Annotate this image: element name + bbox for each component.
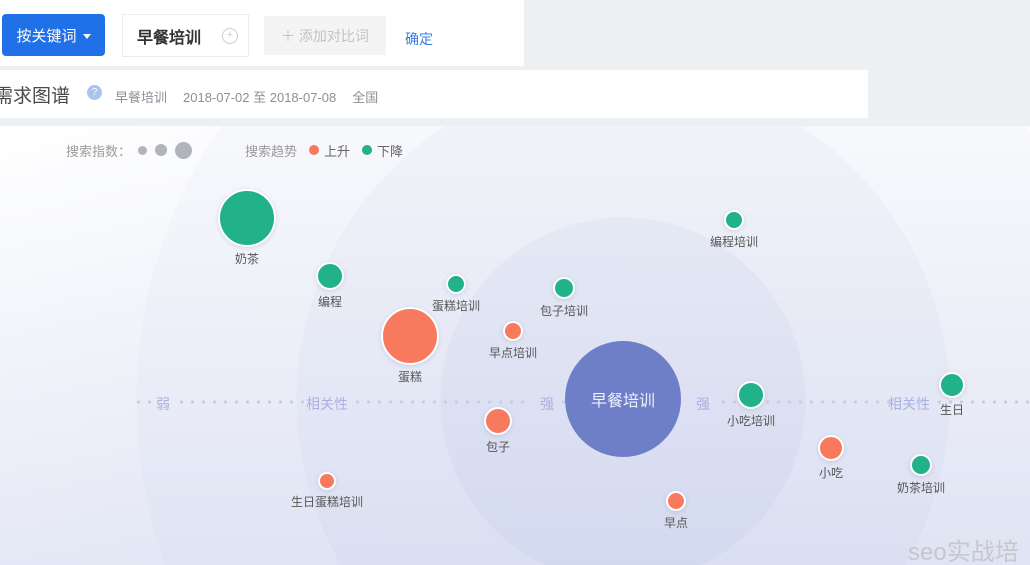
circle-plus-icon[interactable]: +: [222, 27, 238, 44]
chart-bubble[interactable]: [939, 372, 965, 398]
chart-bubble[interactable]: [737, 381, 765, 409]
axis-dots: [934, 400, 1030, 404]
chart-bubble-label: 奶茶: [234, 252, 260, 266]
legend-search-index: 搜索指数：: [66, 140, 193, 160]
demand-graph-header: 需求图谱 ? 早餐培训 2018-07-02 至 2018-07-08 全国: [0, 70, 868, 118]
keyword-input[interactable]: 早餐培训 +: [122, 14, 249, 57]
legend-search-trend: 搜索趋势 上升 下降: [245, 140, 403, 160]
axis-dots: [718, 400, 890, 404]
axis-dots: [352, 400, 530, 404]
chart-bubble[interactable]: [503, 321, 523, 341]
legend-index-label: 搜索指数：: [66, 143, 132, 159]
chart-bubble[interactable]: [316, 262, 344, 290]
chart-bubble[interactable]: [666, 491, 686, 511]
chart-bubble[interactable]: [218, 189, 276, 247]
chart-bubble[interactable]: [553, 277, 575, 299]
chart-bubble[interactable]: [446, 274, 466, 294]
watermark: seo实战培训: [908, 539, 1019, 565]
chart-bubble-label: 蛋糕: [397, 370, 423, 384]
chart-bubble-label: 小吃培训: [726, 414, 776, 428]
caret-down-icon: [82, 33, 91, 39]
axis-label-strong-right: 强: [696, 396, 710, 412]
size-circle-large-icon: [175, 141, 193, 159]
chart-bubble-label: 包子培训: [539, 304, 589, 318]
center-keyword-bubble[interactable]: 早餐培训: [565, 341, 681, 457]
trend-down-dot-icon: [362, 145, 373, 155]
axis-label-relevance-left: 相关性: [306, 396, 348, 412]
chart-bubble[interactable]: [484, 407, 512, 435]
help-icon[interactable]: ?: [87, 85, 102, 100]
keyword-type-label: 按关键词: [16, 27, 77, 45]
trend-up-label: 上升: [324, 143, 351, 159]
search-toolbar: 按关键词 早餐培训 + ＋ 添加对比词 确定: [0, 0, 524, 66]
size-circle-small-icon: [138, 145, 148, 155]
chart-bubble[interactable]: [818, 435, 844, 461]
chart-bubble-label: 早点: [663, 516, 689, 530]
chart-bubble[interactable]: [381, 307, 439, 365]
demand-graph-chart: 搜索指数： 搜索趋势 上升 下降 弱 相关性 强 强 相关性 奶茶编程蛋糕培训包…: [0, 126, 1030, 565]
legend-trend-label: 搜索趋势: [245, 143, 298, 159]
axis-label-relevance-right: 相关性: [888, 396, 930, 412]
chart-bubble[interactable]: [910, 454, 932, 476]
chart-bubble-label: 编程: [317, 295, 343, 309]
chart-bubble[interactable]: [724, 210, 744, 230]
keyword-type-dropdown[interactable]: 按关键词: [2, 14, 105, 56]
trend-down-label: 下降: [377, 143, 404, 159]
meta-region: 全国: [352, 90, 379, 105]
keyword-input-value: 早餐培训: [137, 29, 202, 47]
chart-bubble-label: 包子: [485, 440, 511, 454]
chart-bubble-label: 编程培训: [709, 235, 759, 249]
axis-dots: [176, 400, 305, 404]
axis-dots: [558, 400, 570, 404]
size-circle-medium-icon: [155, 144, 168, 156]
axis-label-strong-left: 强: [540, 396, 554, 412]
chart-bubble-label: 生日: [939, 403, 965, 417]
query-meta: 早餐培训 2018-07-02 至 2018-07-08 全国: [115, 87, 378, 106]
meta-keyword: 早餐培训: [115, 90, 168, 105]
chart-bubble-label: 早点培训: [488, 346, 538, 360]
meta-date-range: 2018-07-02 至 2018-07-08: [183, 90, 337, 105]
chart-bubble-label: 奶茶培训: [896, 481, 946, 495]
chart-bubble-label: 蛋糕培训: [431, 299, 481, 313]
chart-bubble-label: 生日蛋糕培训: [290, 495, 364, 509]
confirm-button[interactable]: 确定: [405, 31, 433, 47]
chart-bubble-label: 小吃: [818, 466, 844, 480]
add-compare-button[interactable]: ＋ 添加对比词: [264, 16, 386, 55]
center-keyword-label: 早餐培训: [590, 393, 655, 410]
chart-bubble[interactable]: [318, 472, 336, 490]
axis-label-weak-left: 弱: [156, 396, 170, 412]
page-title: 需求图谱: [0, 86, 71, 107]
trend-up-dot-icon: [309, 145, 320, 155]
axis-dots: [133, 400, 152, 404]
